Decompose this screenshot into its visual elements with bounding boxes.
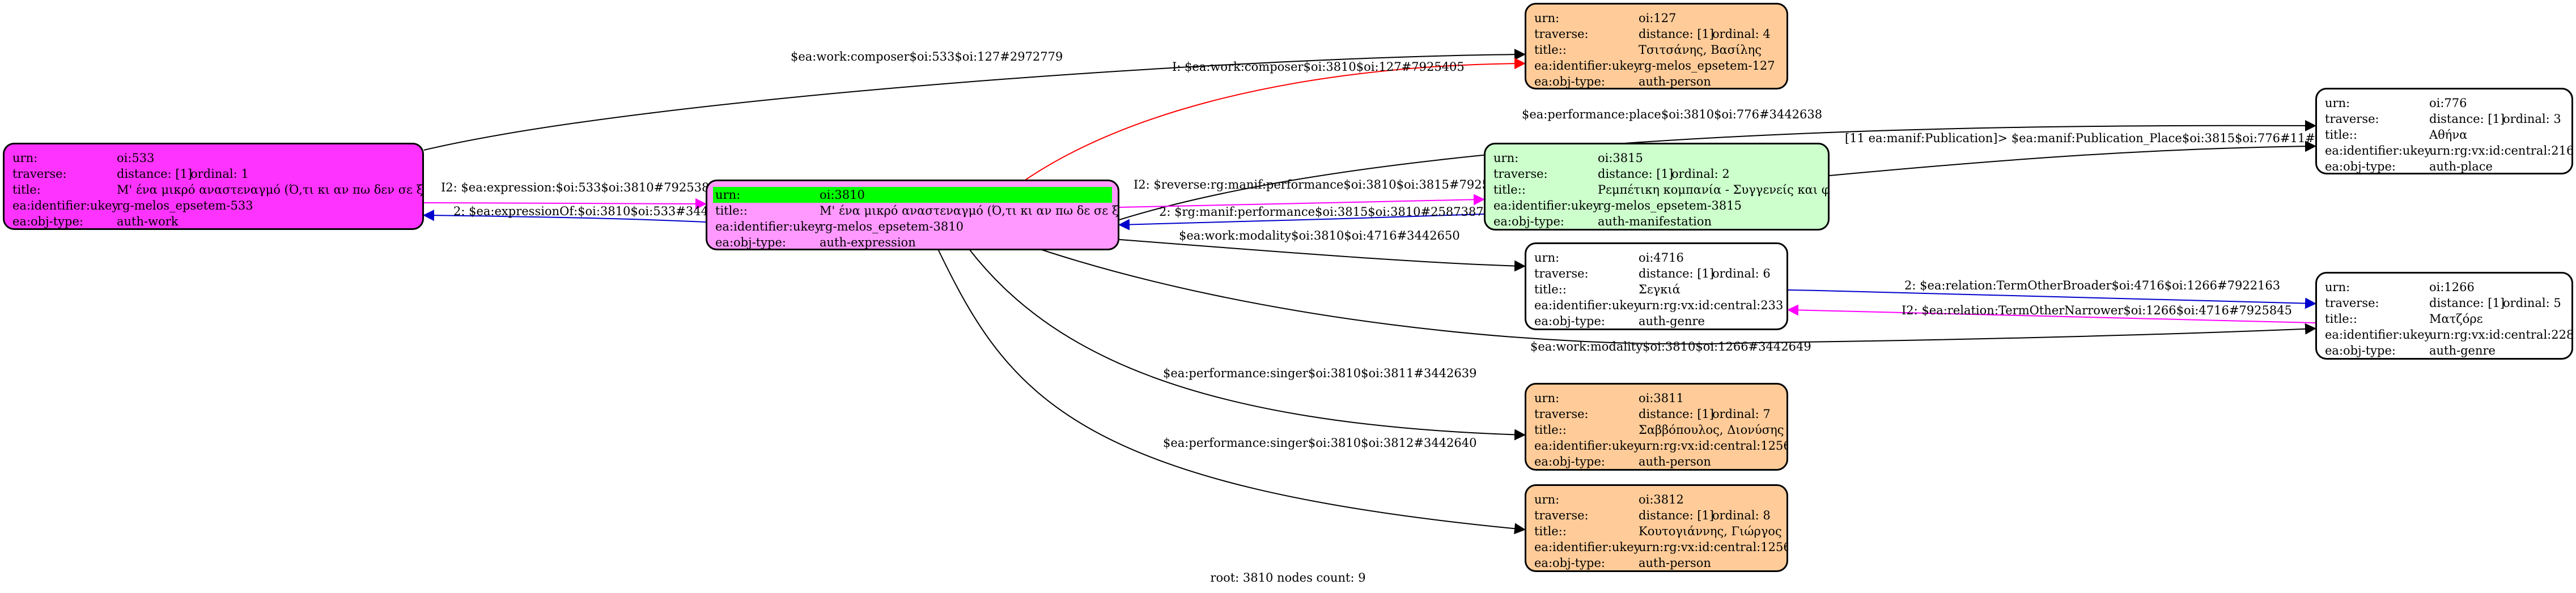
node-row-urn: urn:oi:3811 <box>1534 391 1684 405</box>
node-row-traverse: traverse:distance: [1]ordinal: 1 <box>12 167 249 181</box>
node-row-traverse: traverse:distance: [1]ordinal: 6 <box>1534 267 1771 280</box>
edge-label-singer-3811: $ea:performance:singer$oi:3810$oi:3811#3… <box>1163 366 1477 380</box>
node-row-traverse: traverse:distance: [1]ordinal: 2 <box>1493 167 1730 181</box>
edge-narrower <box>1787 304 2316 323</box>
node-oi-127[interactable]: urn:oi:127 traverse:distance: [1]ordinal… <box>1525 3 1788 89</box>
edge-singer-3812 <box>937 249 1526 535</box>
edge-label-expression-533-3810: I2: $ea:expression:$oi:533$oi:3810#79253… <box>441 181 717 194</box>
node-row-objtype: ea:obj-type:auth-genre <box>1534 314 1705 328</box>
edge-label-reverse-manif-perf: I2: $reverse:rg:manif:performance$oi:381… <box>1134 178 1513 191</box>
edge-label-manif-pub-place: [11 ea:manif:Publication]> $ea:manif:Pub… <box>1845 131 2369 145</box>
node-row-urn: urn:oi:3810 <box>713 187 1112 203</box>
node-oi-3815[interactable]: urn:oi:3815 traverse:distance: [1]ordina… <box>1484 143 1830 231</box>
node-oi-3810-root[interactable]: urn:oi:3810 title::Μ' ένα μικρό αναστενα… <box>706 180 1119 250</box>
node-row-urn: urn:oi:1266 <box>2325 280 2475 294</box>
node-row-objtype: ea:obj-type:auth-place <box>2325 160 2493 173</box>
node-row-title: title::Κουτογιάννης, Γιώργος <box>1534 524 1782 538</box>
node-row-objtype: ea:obj-type:auth-manifestation <box>1493 215 1712 228</box>
node-row-urn: urn:oi:3815 <box>1493 151 1643 165</box>
graph-caption: root: 3810 nodes count: 9 <box>1210 571 1366 585</box>
node-row-traverse: traverse:distance: [1]ordinal: 8 <box>1534 509 1771 522</box>
node-oi-1266[interactable]: urn:oi:1266 traverse:distance: [1]ordina… <box>2315 272 2573 360</box>
node-row-urn: urn:oi:776 <box>2325 96 2467 110</box>
edge-singer-3811 <box>969 249 1526 441</box>
edge-label-narrower: I2: $ea:relation:TermOtherNarrower$oi:12… <box>1902 304 2292 317</box>
node-row-traverse: traverse:distance: [1]ordinal: 7 <box>1534 407 1771 421</box>
node-row-traverse: traverse:distance: [1]ordinal: 3 <box>2325 112 2561 126</box>
node-row-traverse: traverse:distance: [1]ordinal: 5 <box>2325 296 2561 310</box>
node-row-objtype: ea:obj-type:auth-work <box>12 215 179 228</box>
node-row-title: title::Τσιτσάνης, Βασίλης <box>1534 43 1762 57</box>
node-row-objtype: ea:obj-type:auth-expression <box>715 236 916 249</box>
edge-modality-4716 <box>1119 239 1526 272</box>
edge-composer-533-127 <box>423 49 1526 151</box>
edge-reverse-manif-perf <box>1119 194 1485 208</box>
node-oi-776[interactable]: urn:oi:776 traverse:distance: [1]ordinal… <box>2315 88 2573 174</box>
edge-manif-perf <box>1118 214 1484 231</box>
node-row-urn: urn:oi:3812 <box>1534 493 1684 506</box>
edge-label-composer-533-127: $ea:work:composer$oi:533$oi:127#2972779 <box>791 50 1063 63</box>
edge-place-3810-776 <box>1119 120 2316 220</box>
node-row-objtype: ea:obj-type:auth-person <box>1534 455 1711 468</box>
node-row-urn: urn:oi:4716 <box>1534 251 1684 264</box>
node-row-objtype: ea:obj-type:auth-person <box>1534 556 1711 570</box>
edge-label-place-3810-776: $ea:performance:place$oi:3810$oi:776#344… <box>1522 108 1823 121</box>
edge-label-composer-3810-127: I: $ea:work:composer$oi:3810$oi:127#7925… <box>1172 60 1465 74</box>
node-row-title: title::Αθήνα <box>2325 128 2468 142</box>
node-row-urn: urn:oi:533 <box>12 151 155 165</box>
node-row-title: title::Ματζόρε <box>2325 312 2483 326</box>
edge-label-modality-4716: $ea:work:modality$oi:3810$oi:4716#344265… <box>1179 229 1460 242</box>
node-row-urn: urn:oi:127 <box>1534 11 1677 25</box>
edge-manif-pub-place <box>1829 140 2316 176</box>
node-row-traverse: traverse:distance: [1]ordinal: 4 <box>1534 27 1771 41</box>
node-oi-3812[interactable]: urn:oi:3812 traverse:distance: [1]ordina… <box>1525 484 1788 572</box>
node-oi-3811[interactable]: urn:oi:3811 traverse:distance: [1]ordina… <box>1525 383 1788 471</box>
edge-modality-1266 <box>1039 249 2316 345</box>
node-oi-533[interactable]: urn:oi:533 traverse:distance: [1]ordinal… <box>3 143 424 230</box>
edge-label-broader: 2: $ea:relation:TermOtherBroader$oi:4716… <box>1904 279 2281 292</box>
node-row-title: title::Σαββόπουλος, Διονύσης <box>1534 423 1784 437</box>
node-row-objtype: ea:obj-type:auth-genre <box>2325 344 2496 357</box>
edge-expressionOf-3810-533 <box>423 210 706 223</box>
node-row-title: title::Σεγκιά <box>1534 283 1680 296</box>
edge-expression-533-3810 <box>423 198 707 210</box>
node-oi-4716[interactable]: urn:oi:4716 traverse:distance: [1]ordina… <box>1525 242 1788 330</box>
edge-label-modality-1266: $ea:work:modality$oi:3810$oi:1266#344264… <box>1530 340 1811 353</box>
edge-label-singer-3812: $ea:performance:singer$oi:3810$oi:3812#3… <box>1163 436 1477 450</box>
node-row-title: title:Μ' ένα μικρό αναστεναγμό (Ό,τι κι … <box>12 183 424 197</box>
node-row-title: title::Ρεμπέτικη κομπανία - Συγγενείς κα… <box>1493 183 1830 197</box>
edge-label-manif-perf: 2: $rg:manif:performance$oi:3815$oi:3810… <box>1159 205 1484 219</box>
edge-label-expressionOf-3810-533: 2: $ea:expressionOf:$oi:3810$oi:533#3442… <box>453 204 739 218</box>
node-row-title: title::Μ' ένα μικρό αναστεναγμό (Ό,τι κι… <box>715 204 1119 217</box>
node-row-objtype: ea:obj-type:auth-person <box>1534 75 1711 88</box>
